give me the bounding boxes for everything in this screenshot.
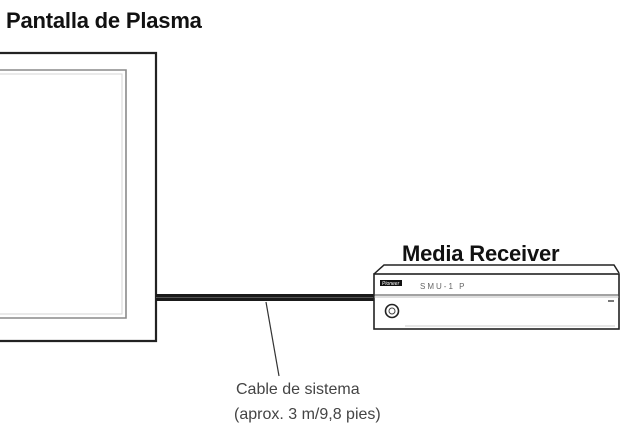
cable-callout-leader (265, 301, 280, 377)
media-receiver-title: Media Receiver (402, 241, 560, 266)
receiver-power-knob-icon (384, 303, 400, 319)
receiver-power-knob-inner (388, 307, 396, 315)
receiver-indicator (608, 300, 614, 302)
plasma-display-title: Pantalla de Plasma (6, 8, 202, 33)
receiver-brand-text: Pioneer (382, 281, 400, 287)
receiver-front-panel (373, 273, 620, 330)
plasma-display (0, 51, 158, 343)
cable-name-label: Cable de sistema (236, 381, 360, 398)
system-cable (156, 294, 374, 301)
media-receiver: Pioneer SMU-1 P (373, 264, 620, 330)
cable-length-label: (aprox. 3 m/9,8 pies) (234, 406, 381, 423)
receiver-display-text: SMU-1 P (420, 282, 466, 291)
plasma-display-bezel (0, 51, 158, 343)
receiver-top-face (373, 264, 620, 275)
plasma-display-screen-inner (0, 73, 123, 315)
receiver-brand-logo (380, 280, 402, 286)
plasma-display-screen (0, 69, 127, 319)
